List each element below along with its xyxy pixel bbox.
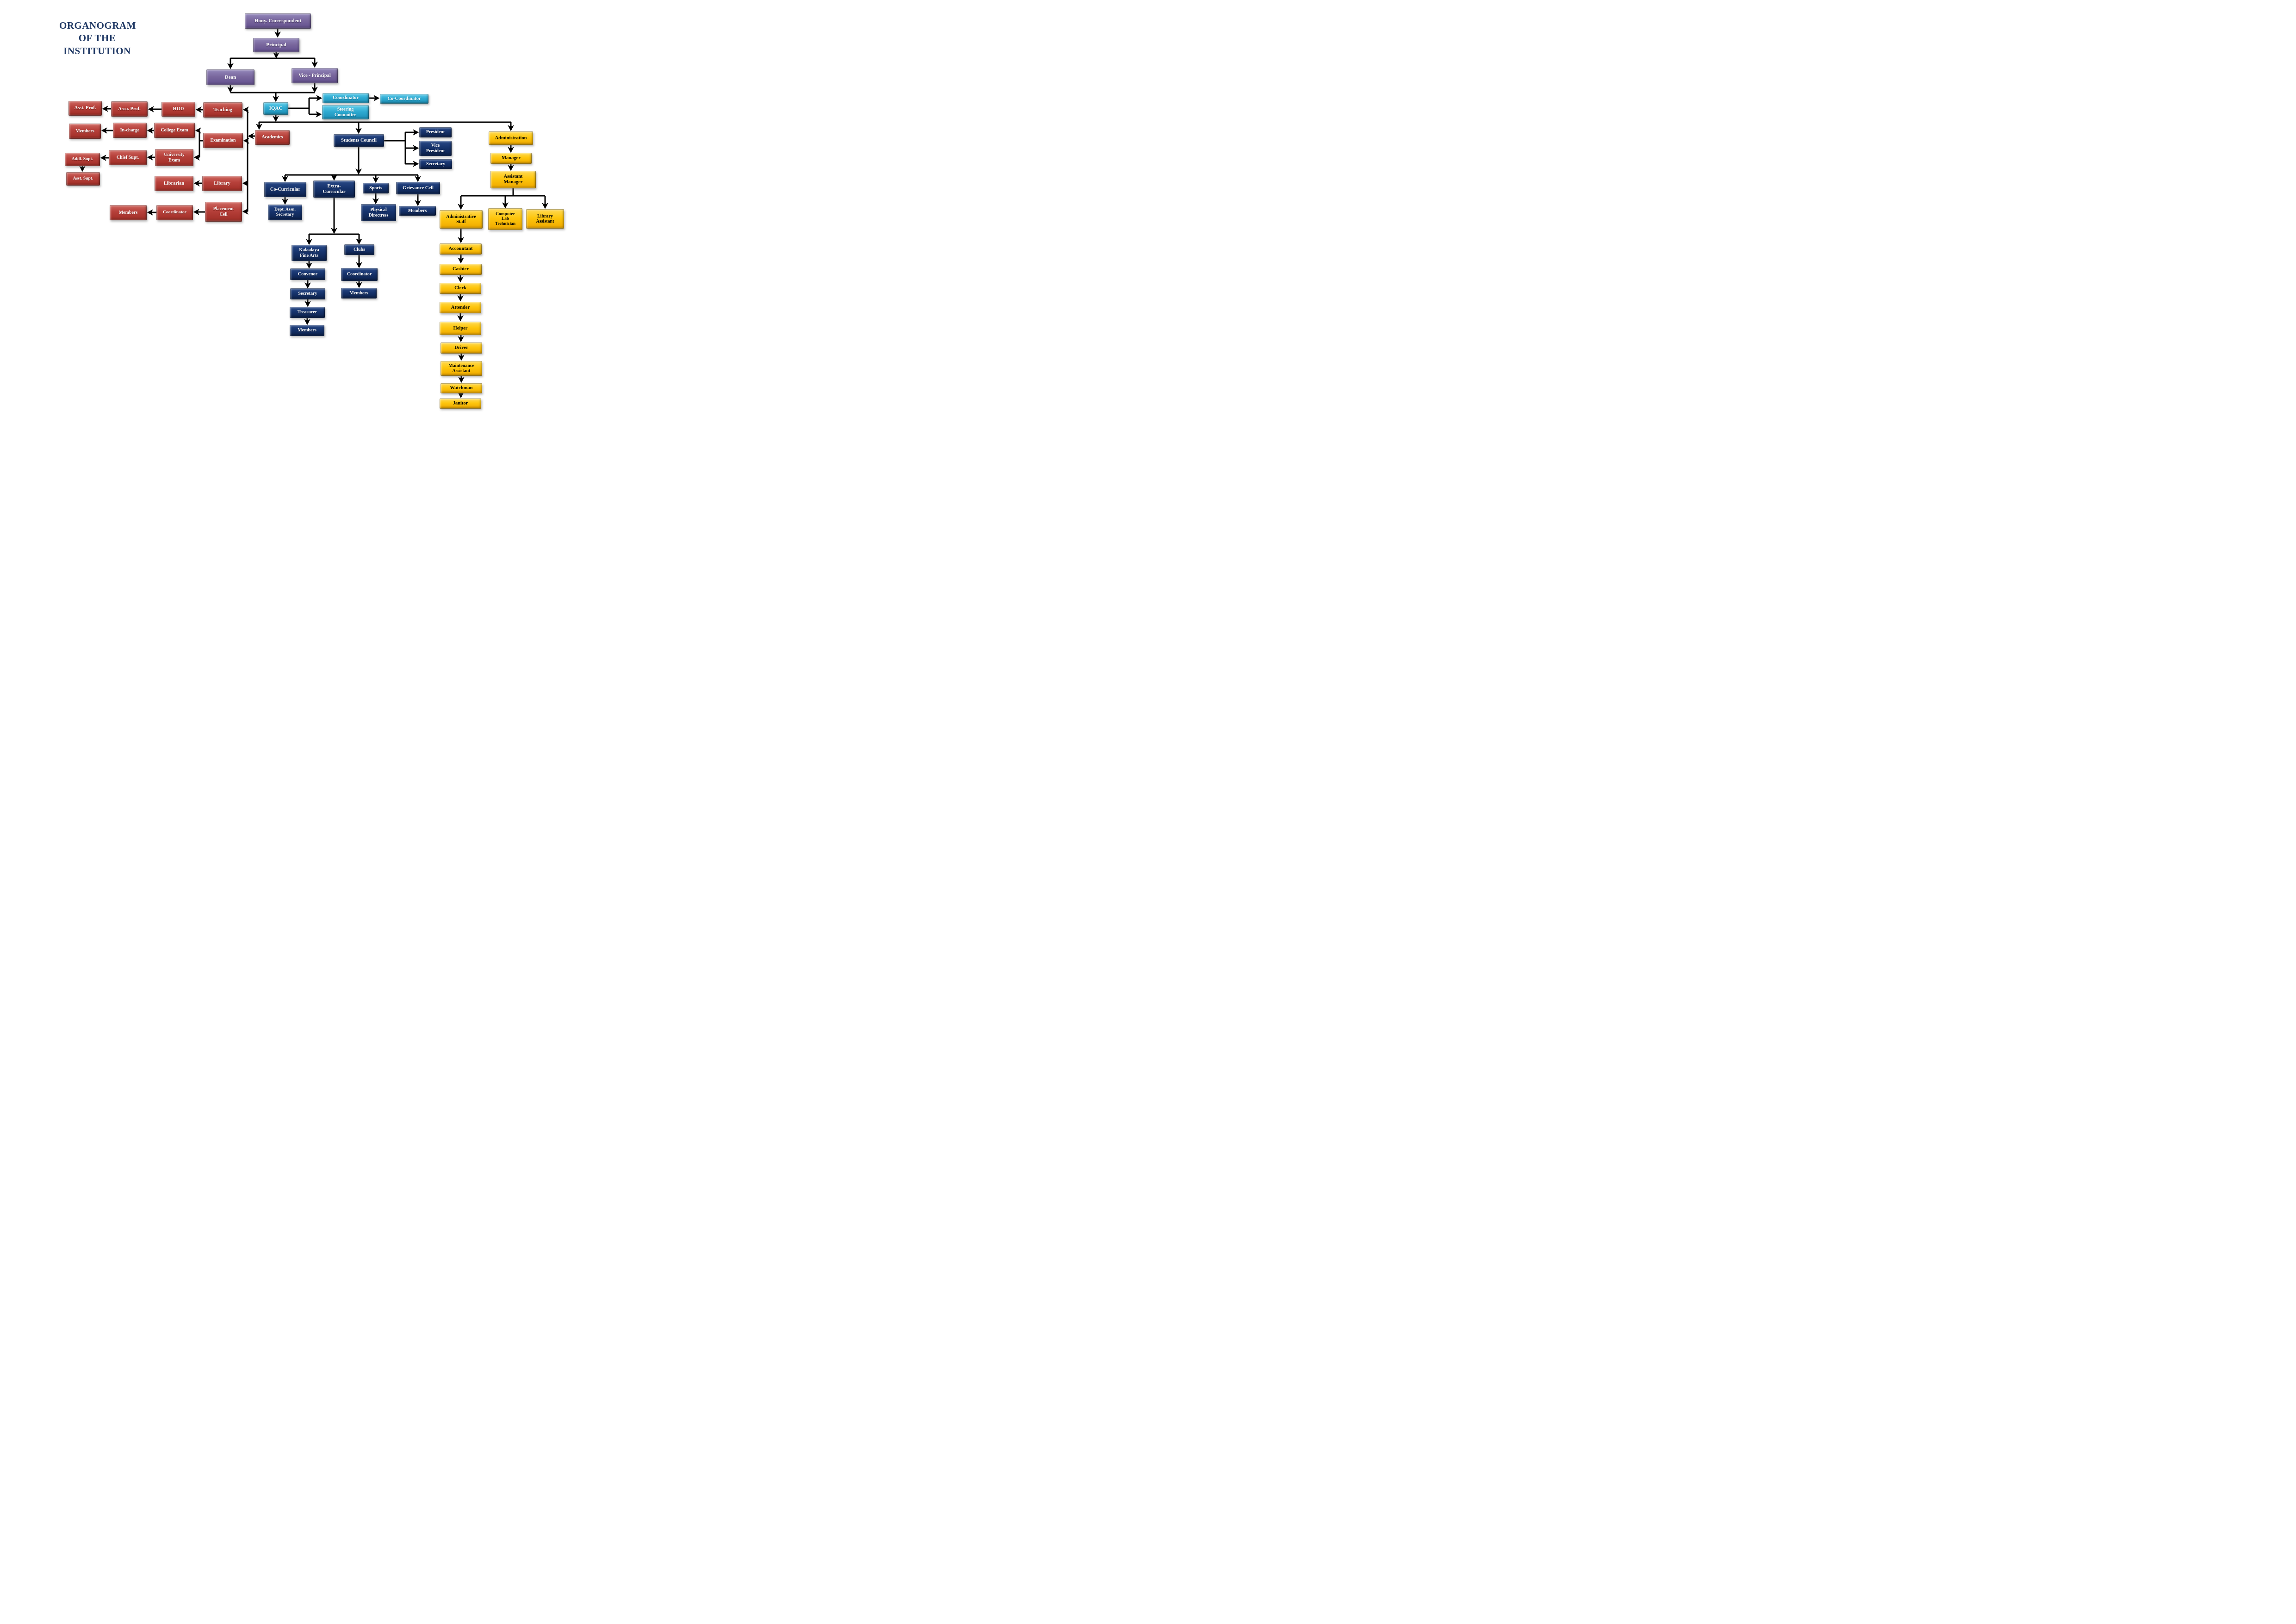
node-co-coordinator: Co-Coordinator [380, 94, 428, 104]
node-convenor: Convenor [290, 268, 325, 280]
node-iqac-coordinator: Coordinator [323, 93, 369, 103]
node-treasurer: Treasurer [290, 307, 325, 318]
org-chart: ORGANOGRAM OF THE INSTITUTION Hony. Corr… [0, 0, 574, 409]
node-asst-supt: Asst. Supt. [66, 172, 100, 186]
node-driver: Driver [441, 342, 482, 354]
node-assistant-manager: Assistant Manager [490, 171, 536, 188]
node-teaching: Teaching [203, 102, 242, 118]
node-clubs: Clubs [344, 244, 374, 255]
node-examination: Examination [203, 133, 243, 148]
node-hod: HOD [161, 102, 195, 117]
node-steering-committee: Steering Committee [322, 105, 369, 119]
node-helper: Helper [440, 322, 481, 335]
node-chief-supt: Chief Supt. [109, 150, 147, 165]
node-academics: Academics [255, 130, 290, 145]
node-kalaalaya-fine-arts: Kalaalaya Fine Arts [292, 245, 327, 261]
node-vice-principal: Vice - Principal [292, 68, 338, 83]
node-asst-prof: Asst. Prof. [68, 101, 102, 116]
node-sports: Sports [363, 183, 389, 193]
node-exam-members: Members [69, 124, 101, 139]
connector-layer [79, 29, 548, 398]
node-placement-members: Members [110, 205, 147, 220]
node-hony-correspondent: Hony. Correspondent [245, 13, 311, 29]
node-sc-secretary: Secretary [419, 159, 452, 169]
node-watchman: Watchman [441, 383, 482, 393]
node-dean: Dean [206, 69, 254, 85]
node-librarian: Librarian [155, 176, 193, 191]
node-library: Library [202, 176, 242, 191]
node-vice-president: Vice President [419, 141, 452, 156]
node-placement-coordinator: Coordinator [156, 205, 193, 220]
node-janitor: Janitor [440, 398, 481, 409]
node-cashier: Cashier [440, 264, 482, 275]
node-administrative-staff: Administrative Staff [440, 210, 483, 229]
diagram-title: ORGANOGRAM OF THE INSTITUTION [59, 20, 136, 56]
node-iqac: IQAC [263, 102, 288, 115]
node-asso-prof: Asso. Prof. [111, 101, 148, 117]
node-manager: Manager [490, 153, 532, 164]
node-accountant: Accountant [440, 243, 482, 255]
node-in-charge: In-charge [113, 123, 147, 138]
node-students-council: Students Council [334, 134, 384, 147]
node-grievance-members: Members [399, 206, 436, 216]
node-physical-directress: Physical Directress [361, 204, 396, 221]
node-placement-cell: Placement Cell [205, 202, 242, 222]
node-university-exam: University Exam [155, 149, 193, 166]
node-clubs-coordinator: Coordinator [341, 268, 378, 281]
node-grievance-cell: Grievance Cell [396, 182, 440, 194]
node-attender: Attender [440, 302, 481, 313]
node-college-exam: College Exam [154, 123, 195, 138]
node-addl-supt: Addl. Supt. [65, 153, 100, 166]
node-computer-lab-technician: Computer Lab Technician [488, 208, 522, 230]
node-kfa-secretary: Secretary [290, 288, 325, 299]
node-principal: Principal [253, 38, 299, 52]
node-administration: Administration [489, 131, 533, 145]
node-library-assistant: Library Assistant [526, 209, 564, 229]
node-president: President [419, 127, 452, 137]
node-clerk: Clerk [440, 283, 481, 294]
node-dept-assn-secretary: Dept. Assn. Secretary [268, 205, 302, 220]
node-co-curricular: Co-Curricular [264, 182, 306, 197]
node-maintenance-assistant: Maintenance Assistant [441, 361, 482, 376]
node-extra-curricular: Extra- Curricular [313, 180, 355, 198]
node-kfa-members: Members [290, 325, 324, 336]
node-clubs-members: Members [341, 288, 377, 299]
